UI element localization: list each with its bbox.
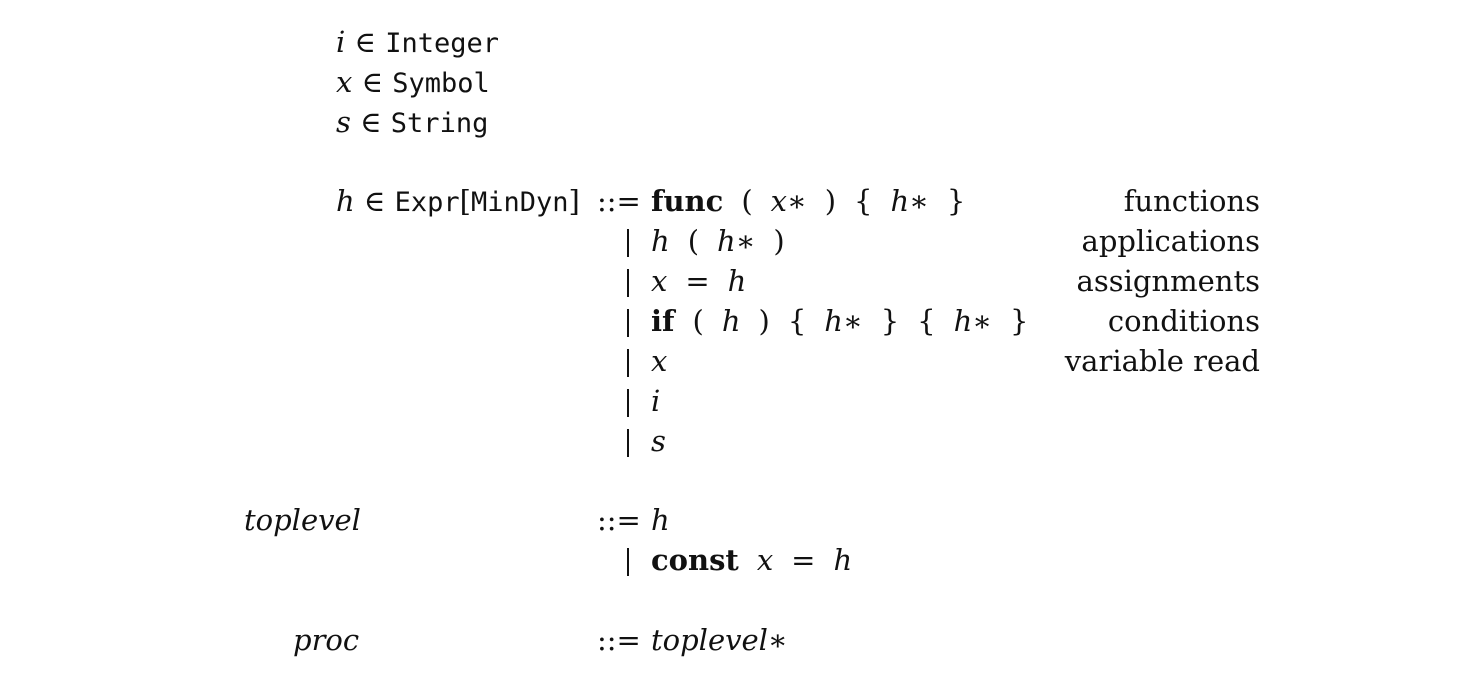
expr-lhs: h ∈ Expr[MinDyn] bbox=[336, 181, 580, 221]
var-s: s bbox=[336, 105, 351, 139]
token-rbrace: } bbox=[946, 184, 966, 218]
token-lparen: ( bbox=[741, 184, 753, 218]
alt-bar bbox=[627, 309, 629, 337]
token-equals: = bbox=[791, 543, 816, 577]
set-string: String bbox=[390, 108, 489, 139]
set-integer: Integer bbox=[385, 28, 499, 59]
production-variable-read: x bbox=[651, 341, 667, 381]
var-h: h bbox=[336, 184, 355, 218]
token-h: h bbox=[721, 304, 741, 338]
alt-bar bbox=[627, 429, 629, 457]
production-integer: i bbox=[651, 381, 660, 421]
proc-defeq: ::= bbox=[597, 620, 641, 660]
element-of-symbol: ∈ bbox=[360, 105, 382, 139]
token-h-star: h∗ bbox=[824, 304, 863, 338]
production-functions: func ( x∗) { h∗} bbox=[651, 181, 965, 221]
proc-lhs: proc bbox=[293, 620, 359, 660]
var-x: x bbox=[336, 65, 353, 99]
desc-assignments: assignments bbox=[1076, 264, 1260, 298]
desc-functions: functions bbox=[1123, 184, 1260, 218]
production-conditions: if ( h) { h∗} { h∗} bbox=[651, 301, 1028, 341]
token-h-star: h∗ bbox=[890, 184, 929, 218]
set-expr: Expr bbox=[394, 187, 460, 218]
token-x: x bbox=[756, 543, 774, 577]
token-rbrace: } bbox=[1009, 304, 1029, 338]
token-h-star: h∗ bbox=[953, 304, 992, 338]
element-of-symbol: ∈ bbox=[363, 184, 386, 218]
token-equals: = bbox=[685, 264, 710, 298]
keyword-if: if bbox=[651, 304, 675, 338]
domain-string: s ∈ String bbox=[336, 102, 488, 142]
token-x-star: x∗ bbox=[770, 184, 807, 218]
set-symbol: Symbol bbox=[392, 68, 490, 99]
keyword-const: const bbox=[651, 543, 739, 577]
expr-defeq: ::= bbox=[597, 181, 641, 221]
token-x: x bbox=[651, 344, 668, 378]
desc-conditions: conditions bbox=[1107, 304, 1260, 338]
token-i: i bbox=[651, 384, 661, 418]
desc-applications: applications bbox=[1081, 224, 1260, 258]
toplevel-defeq: ::= bbox=[597, 500, 641, 540]
token-lbrace: { bbox=[854, 184, 873, 218]
alt-bar bbox=[627, 349, 629, 377]
alt-bar bbox=[627, 269, 629, 297]
token-rparen: ) bbox=[773, 224, 785, 258]
nonterminal-toplevel: toplevel bbox=[244, 503, 361, 537]
token-h: h bbox=[651, 224, 670, 258]
language-param: MinDyn bbox=[470, 187, 569, 218]
token-lparen: ( bbox=[687, 224, 700, 258]
element-of-symbol: ∈ bbox=[354, 25, 376, 59]
alt-bar bbox=[627, 389, 629, 417]
token-s: s bbox=[651, 424, 666, 458]
proc-production: toplevel∗ bbox=[651, 620, 788, 660]
token-lparen: ( bbox=[692, 304, 704, 338]
production-assignments: x = h bbox=[651, 261, 746, 301]
token-toplevel-star: toplevel∗ bbox=[651, 623, 788, 657]
token-rbrace: } bbox=[880, 304, 900, 338]
token-h-star: h∗ bbox=[717, 224, 756, 258]
defeq-symbol: ::= bbox=[597, 503, 641, 537]
production-string: s bbox=[651, 421, 666, 461]
keyword-func: func bbox=[651, 184, 724, 218]
token-h: h bbox=[651, 503, 670, 537]
alt-bar bbox=[627, 229, 629, 257]
token-x: x bbox=[651, 264, 668, 298]
alt-bar bbox=[627, 548, 629, 576]
toplevel-production-expr: h bbox=[651, 500, 670, 540]
token-lbrace: { bbox=[917, 304, 936, 338]
var-i: i bbox=[336, 25, 346, 59]
token-h: h bbox=[833, 543, 853, 577]
nonterminal-proc: proc bbox=[293, 623, 360, 657]
defeq-symbol: ::= bbox=[597, 184, 641, 218]
token-lbrace: { bbox=[787, 304, 807, 338]
token-rparen: ) bbox=[824, 184, 837, 218]
token-rparen: ) bbox=[758, 304, 770, 338]
domain-integer: i ∈ Integer bbox=[336, 22, 499, 62]
domain-symbol: x ∈ Symbol bbox=[336, 62, 490, 102]
left-bracket: [ bbox=[459, 184, 471, 218]
token-h: h bbox=[727, 264, 747, 298]
production-applications: h ( h∗) bbox=[651, 221, 785, 261]
element-of-symbol: ∈ bbox=[361, 65, 384, 99]
defeq-symbol: ::= bbox=[597, 623, 641, 657]
desc-variable-read: variable read bbox=[1064, 344, 1260, 378]
right-bracket: ] bbox=[568, 184, 580, 218]
toplevel-lhs: toplevel bbox=[244, 500, 361, 540]
